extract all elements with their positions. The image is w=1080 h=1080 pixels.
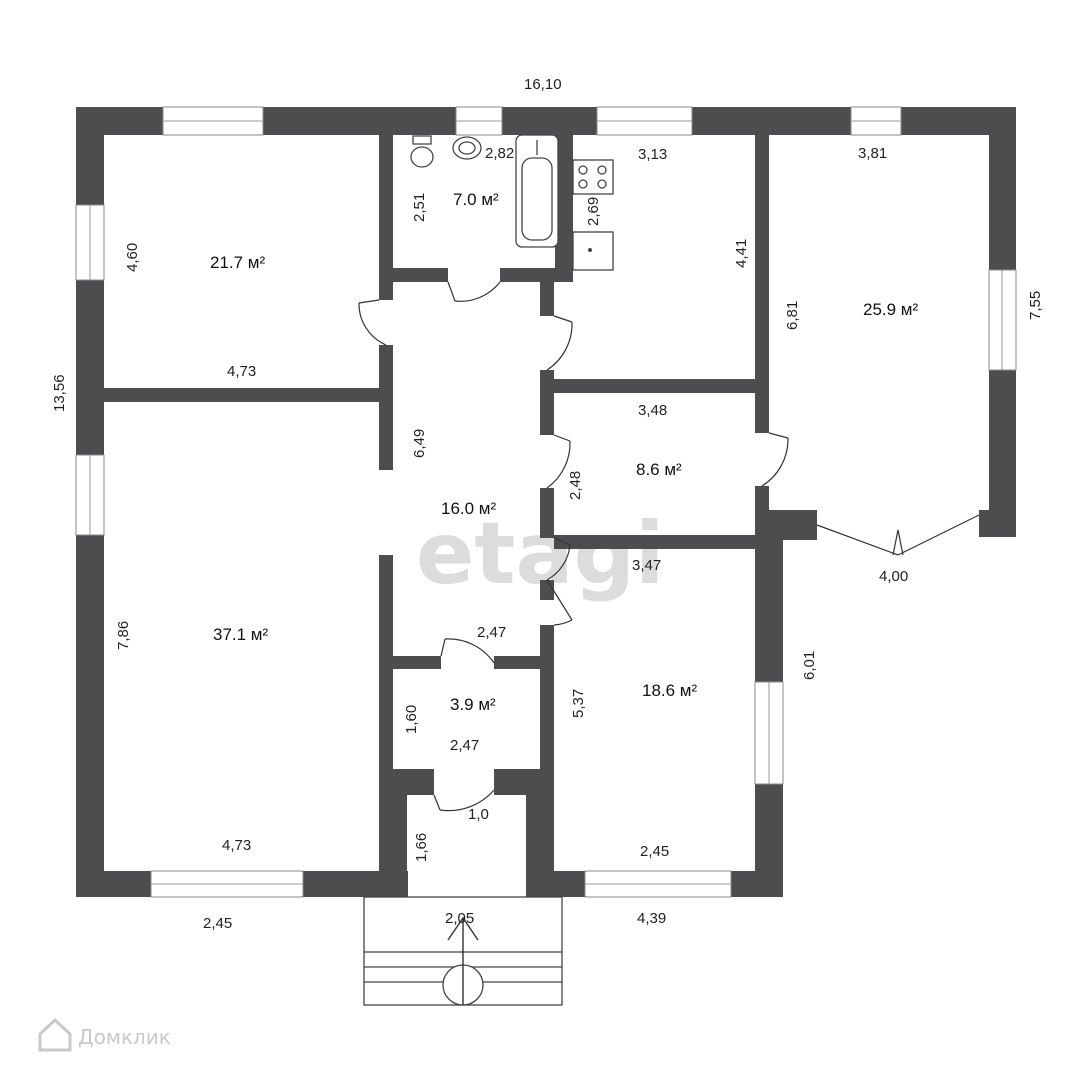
- area-labels: 21.7 м² 7.0 м² 25.9 м² 16.0 м² 8.6 м² 37…: [210, 190, 918, 714]
- room-area-small-room: 8.6 м²: [636, 460, 682, 479]
- dim-bath-height: 2,51: [411, 193, 428, 222]
- dim-small-width: 3,48: [638, 402, 667, 419]
- dim-se-width-top: 3,47: [632, 557, 661, 574]
- doors: [358, 281, 980, 812]
- dim-storage-height: 1,60: [403, 705, 420, 734]
- dim-nw-height: 4,60: [124, 243, 141, 272]
- dim-nw-width: 4,73: [227, 363, 256, 380]
- room-area-storage: 3.9 м²: [450, 695, 496, 714]
- bathtub-icon: [515, 134, 559, 248]
- dim-east-bottom: 4,00: [879, 568, 908, 585]
- dim-hall-width: 2,47: [477, 624, 506, 641]
- room-area-hallway: 16.0 м²: [441, 499, 496, 518]
- room-area-bedroom-se: 18.6 м²: [642, 681, 697, 700]
- dim-kitchen-width: 3,13: [638, 146, 667, 163]
- dim-overall-height: 13,56: [51, 374, 68, 412]
- dim-bottom-right: 4,39: [637, 910, 666, 927]
- dimension-labels: 16,10 13,56 4,60 4,73 2,51 2,82 3,13 2,6…: [51, 76, 1044, 932]
- fixtures: [410, 134, 614, 271]
- brand-name: Домклик: [78, 1025, 171, 1049]
- windows: [75, 106, 1017, 898]
- domclick-logo: Домклик: [38, 1017, 171, 1052]
- room-area-bathroom: 7.0 м²: [453, 190, 499, 209]
- kitchen-sink-icon: [572, 231, 614, 271]
- room-area-living-east: 25.9 м²: [863, 300, 918, 319]
- dim-east-height-inner: 6,81: [784, 301, 801, 330]
- dim-overall-width: 16,10: [524, 76, 562, 93]
- dim-porch-width: 2,05: [445, 910, 474, 927]
- dim-se-height-inner: 5,37: [570, 689, 587, 718]
- dim-se-width-bottom: 2,45: [640, 843, 669, 860]
- dim-bath-width: 2,82: [485, 145, 514, 162]
- porch: [363, 896, 563, 1006]
- dim-kitchen-height: 4,41: [733, 239, 750, 268]
- room-area-bedroom-nw: 21.7 м²: [210, 253, 265, 272]
- dim-se-height-outer: 6,01: [801, 651, 818, 680]
- room-area-living-west: 37.1 м²: [213, 625, 268, 644]
- house-icon: [38, 1017, 72, 1052]
- dim-bottom-left: 2,45: [203, 915, 232, 932]
- dim-storage-width: 2,47: [450, 737, 479, 754]
- dim-hall-height: 6,49: [411, 429, 428, 458]
- dim-west-height: 7,86: [115, 621, 132, 650]
- dim-vestibule-width: 1,0: [468, 806, 489, 823]
- dim-east-width: 3,81: [858, 145, 887, 162]
- dim-kitchen-height-inner: 2,69: [585, 197, 602, 226]
- dim-west-width: 4,73: [222, 837, 251, 854]
- dim-east-height-outer: 7,55: [1027, 291, 1044, 320]
- sink-icon: [452, 136, 482, 160]
- stove-icon: [572, 159, 614, 195]
- dim-vestibule-height: 1,66: [413, 833, 430, 862]
- dim-small-height: 2,48: [567, 471, 584, 500]
- toilet-icon: [410, 135, 434, 168]
